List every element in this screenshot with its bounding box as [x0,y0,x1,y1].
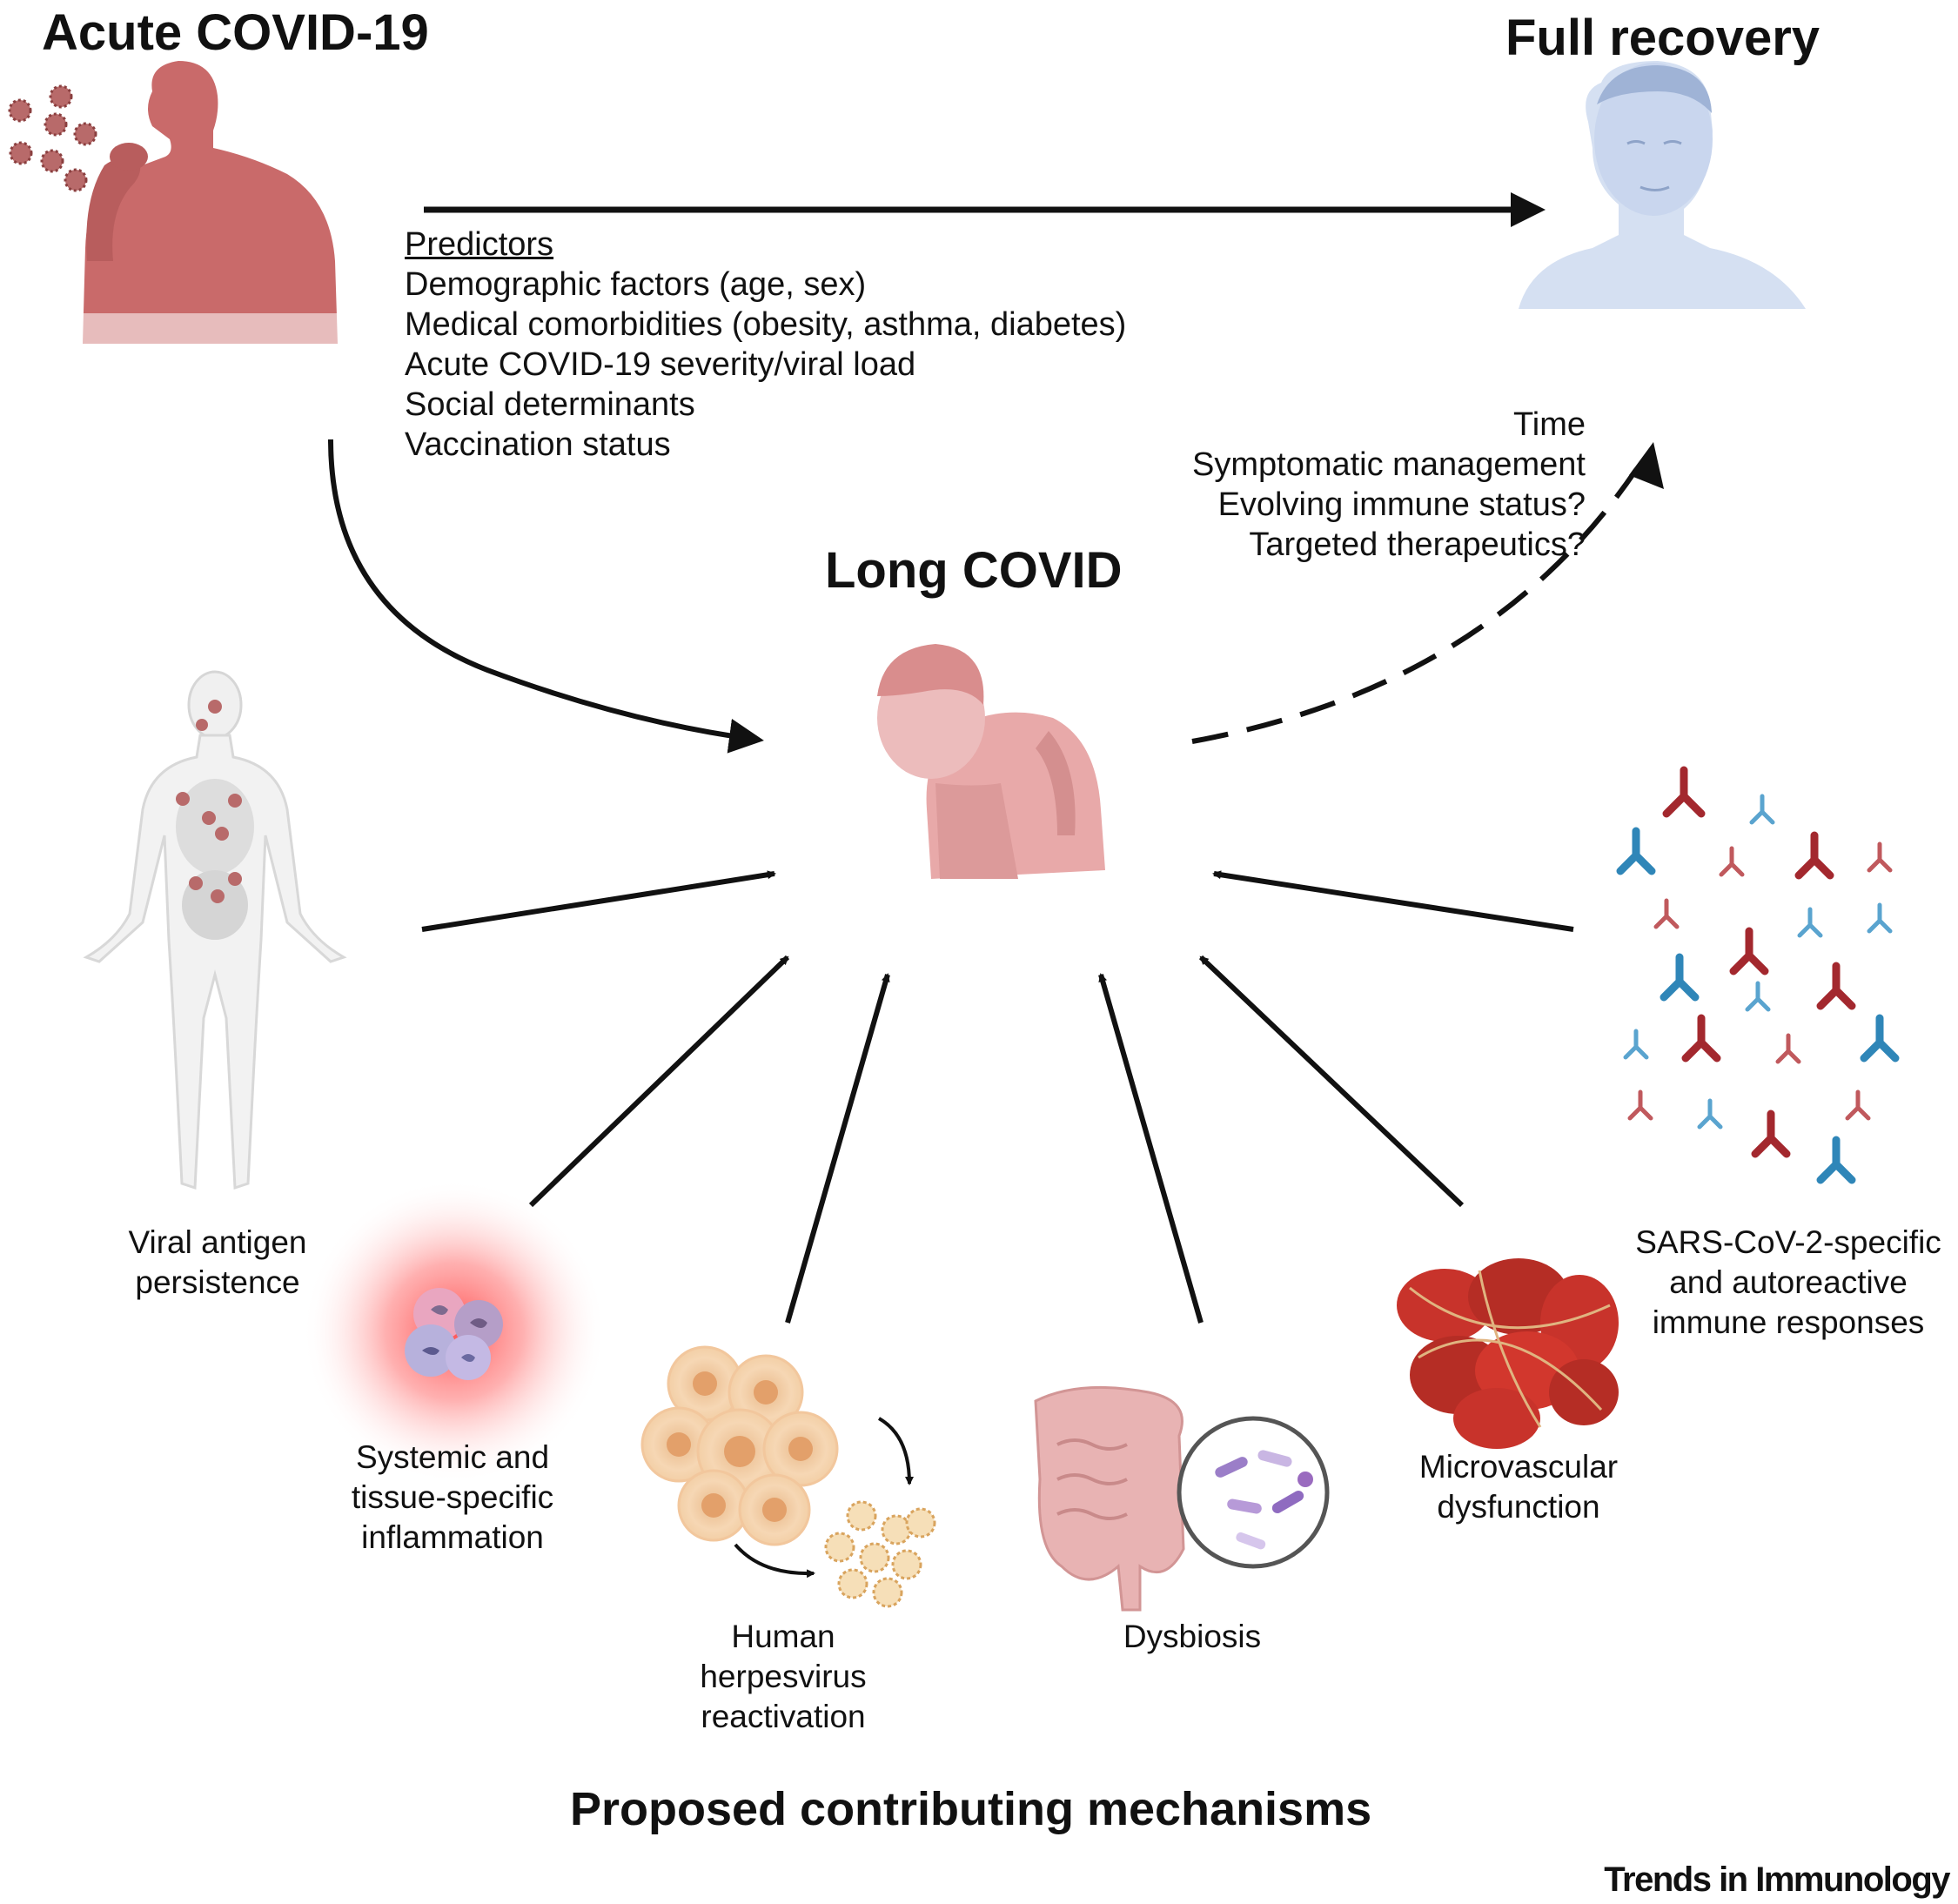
mechanism-label-dysbiosis: Dysbiosis [1070,1617,1314,1657]
herpesvirus-cells-icon [640,1345,936,1608]
predictor-item: Medical comorbidities (obesity, asthma, … [405,306,1127,343]
caption-line: tissue-specific [351,1479,554,1515]
arrow-dysbiosis [1098,973,1204,1324]
arrow-herpesvirus [785,973,890,1324]
recovery-factors-list: Time Symptomatic management Evolving imm… [1192,405,1586,565]
microvascular-blood-cells-icon [1397,1258,1619,1449]
caption-line: Viral antigen [128,1224,307,1260]
caption-line: inflammation [361,1519,544,1555]
caption-line: Systemic and [355,1439,550,1475]
caption-line: persistence [135,1264,300,1300]
acute-covid-person-icon [78,61,339,348]
predictor-item: Vaccination status [405,426,671,463]
caption-line: Human [731,1619,835,1654]
arrow-viral-antigen [421,870,776,932]
full-recovery-title: Full recovery [1505,10,1821,66]
antibodies-icon [1616,766,1900,1184]
recovered-person-icon [1519,61,1806,309]
arrow-acute-to-long-covid [328,439,764,754]
predictor-item: Demographic factors (age, sex) [405,266,867,303]
recovery-factor-item: Symptomatic management [1192,446,1586,483]
caption-line: Dysbiosis [1123,1619,1262,1654]
mechanism-label-inflammation: Systemic and tissue-specific inflammatio… [326,1438,579,1558]
virus-particles-icon [8,84,97,192]
recovery-factor-item: Time [1512,406,1586,443]
caption-line: dysfunction [1437,1489,1600,1525]
mechanism-label-herpesvirus: Human herpesvirus reactivation [661,1617,905,1737]
arrow-long-covid-to-recovery-head [1629,442,1664,489]
caption-line: SARS-CoV-2-specific [1635,1224,1941,1260]
arrow-microvascular [1198,955,1465,1208]
mechanisms-title: Proposed contributing mechanisms [570,1783,1372,1835]
inflammation-immune-cells-icon [302,1179,607,1484]
predictors-heading: Predictors [405,226,554,263]
caption-line: reactivation [701,1699,866,1734]
predictor-item: Acute COVID-19 severity/viral load [405,346,916,383]
predictor-item: Social determinants [405,386,695,423]
intestine-microbiome-icon [1034,1385,1330,1612]
mechanism-label-immune: SARS-CoV-2-specific and autoreactive imm… [1619,1223,1958,1343]
arrow-inflammation [528,955,790,1208]
caption-line: and autoreactive [1669,1264,1908,1300]
recovery-factor-item: Targeted therapeutics? [1249,526,1586,563]
long-covid-person-icon [877,644,1105,879]
recovery-factor-item: Evolving immune status? [1217,486,1586,523]
acute-covid-title: Acute COVID-19 [42,4,429,61]
caption-line: Microvascular [1418,1449,1619,1485]
caption-line: immune responses [1652,1304,1925,1340]
long-covid-title: Long COVID [825,542,1123,599]
caption-line: herpesvirus [700,1659,867,1694]
arrow-long-covid-to-recovery [1191,468,1639,744]
human-body-outline-icon [83,670,347,1190]
mechanism-label-viral-antigen: Viral antigen persistence [96,1223,339,1303]
journal-name: Trends in Immunology [1604,1860,1950,1899]
predictors-list: Predictors Demographic factors (age, sex… [405,225,1126,465]
mechanism-label-microvascular: Microvascular dysfunction [1392,1447,1645,1527]
arrow-immune [1212,870,1574,932]
